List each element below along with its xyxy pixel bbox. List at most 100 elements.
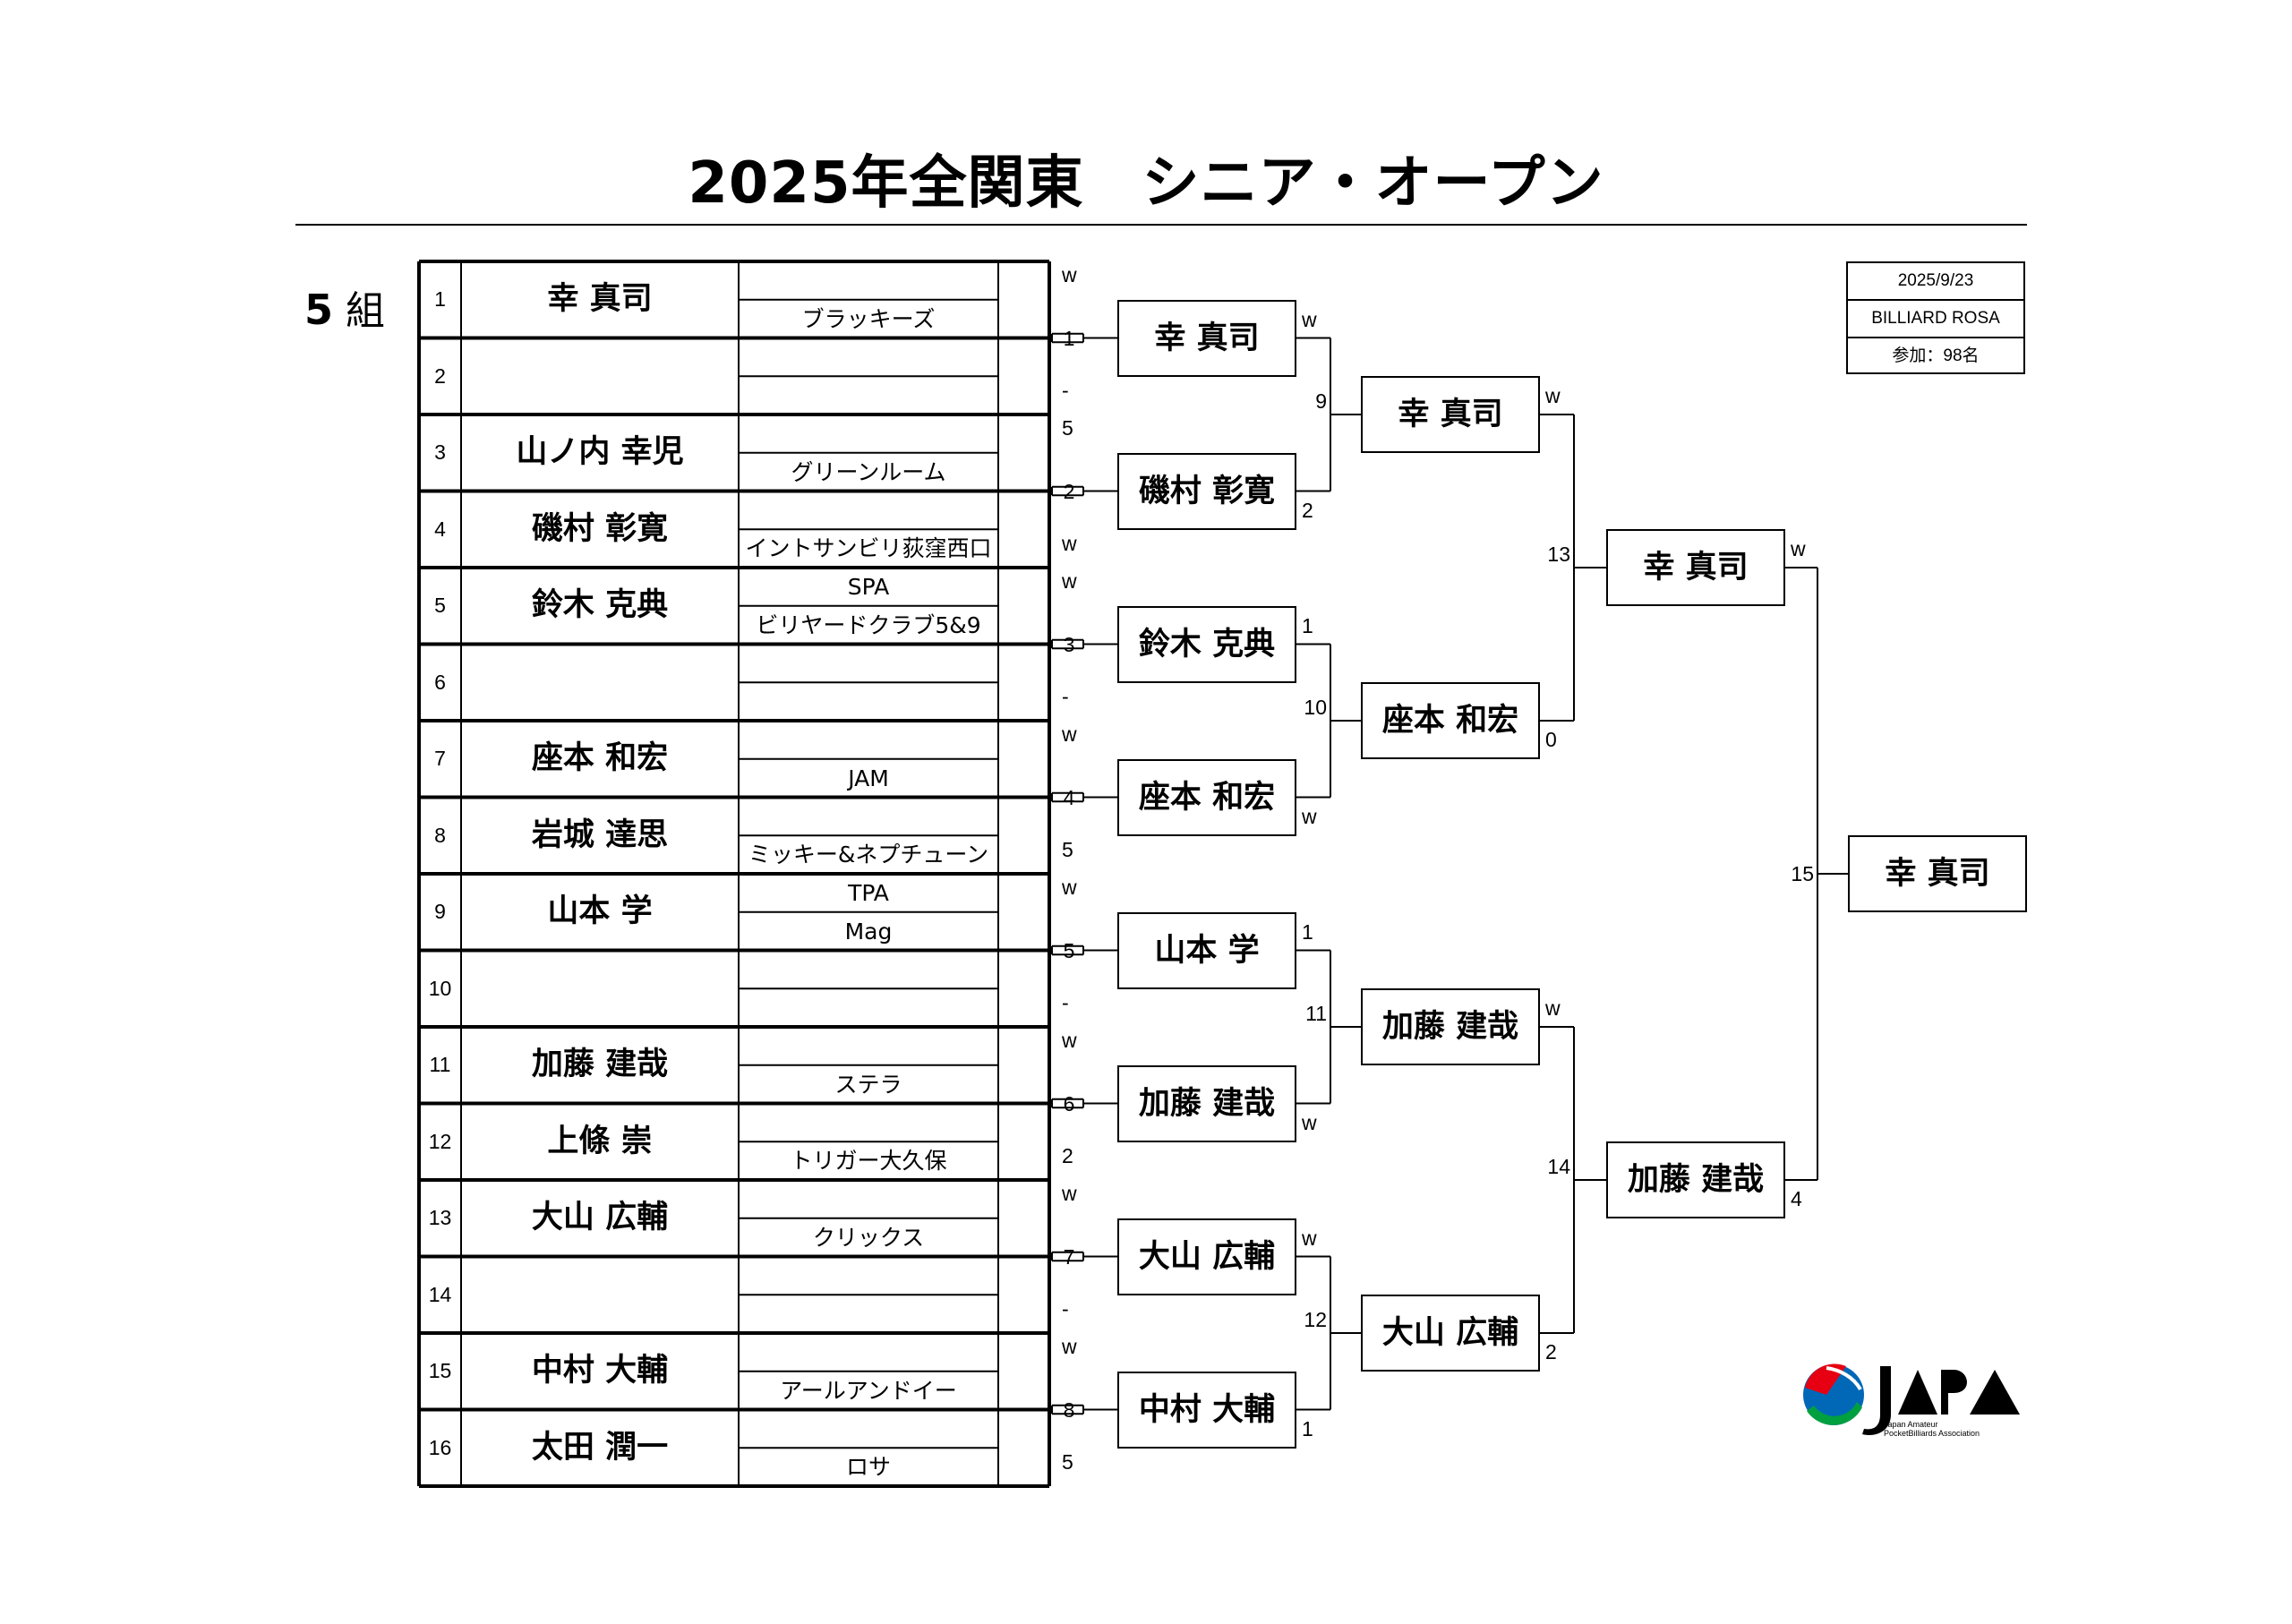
entry-score: w: [1062, 1182, 1077, 1205]
team-name: クリックス: [812, 1224, 925, 1251]
logo-green-shape: [1807, 1402, 1862, 1425]
match-number: 8: [1063, 1397, 1075, 1422]
match-number: 14: [1547, 1155, 1570, 1178]
team-name: [737, 416, 1000, 453]
champion-box: 幸 真司: [1848, 835, 2027, 912]
info-date: 2025/9/23: [1897, 271, 1974, 290]
match-number: 9: [1315, 389, 1327, 413]
player-name: 幸 真司: [547, 281, 653, 317]
team-name: [737, 722, 1000, 759]
team-name: ロサ: [845, 1454, 891, 1481]
round3-score-top: w: [1791, 537, 1806, 560]
match-number: 3: [1063, 632, 1075, 656]
team-name: [737, 1182, 1000, 1218]
winner-box: 大山 広輔: [1361, 1295, 1540, 1372]
jpa-logo-graphic: [1803, 1363, 2020, 1436]
round2-score-bottom: 0: [1545, 728, 1557, 751]
team-name: [737, 799, 1000, 836]
seed-number: 4: [434, 517, 446, 541]
entry-score: 5: [1062, 416, 1073, 440]
team-name: [737, 493, 1000, 530]
logo-a-shape: [1898, 1370, 1937, 1415]
team-name: トリガー大久保: [790, 1148, 947, 1175]
entry-score: w: [1062, 1335, 1077, 1358]
seed-number: 5: [434, 594, 446, 617]
entry-score: -: [1062, 1297, 1069, 1321]
page-title: 2025年全関東 シニア・オープン: [688, 150, 1604, 217]
entry-score: w: [1062, 263, 1077, 286]
seed-number: 10: [428, 976, 452, 1000]
player-name: 太田 潤一: [531, 1429, 669, 1466]
team-name: Mag: [844, 918, 893, 944]
player-name: 座本 和宏: [531, 740, 669, 776]
entry-score: w: [1062, 1029, 1077, 1052]
winner-box: 加藤 建哉: [1117, 1064, 1296, 1142]
team-name: アールアンドイー: [780, 1377, 957, 1404]
player-name: [461, 338, 739, 415]
group-number: 5: [304, 286, 334, 334]
team-name: ビリヤードクラブ5&9: [756, 611, 981, 638]
logo-a2-shape: [1970, 1370, 2020, 1415]
team-name: [737, 1029, 1000, 1065]
round2-score-top: w: [1545, 996, 1561, 1020]
entry-score: -: [1062, 991, 1069, 1014]
match-number: 2: [1063, 479, 1075, 503]
match-number: 13: [1547, 543, 1570, 566]
team-name: JAM: [848, 765, 889, 791]
info-divider: [1848, 337, 2023, 338]
match-number: 11: [1305, 1002, 1327, 1025]
round1-score-bottom: 2: [1302, 498, 1313, 522]
winner-box: 中村 大輔: [1117, 1371, 1296, 1449]
winner-box: 幸 真司: [1117, 299, 1296, 377]
jpa-logo: Japan Amateur PocketBilliards Associatio…: [1791, 1352, 2032, 1441]
seed-number: 3: [434, 440, 446, 464]
entry-score: w: [1062, 722, 1077, 746]
team-name: グリーンルーム: [791, 458, 946, 485]
round3-score-bottom: 4: [1791, 1187, 1802, 1210]
seed-number: 13: [428, 1206, 452, 1229]
round2-score-top: w: [1545, 384, 1561, 407]
team-name: [737, 340, 1000, 377]
title-rule: [295, 224, 2027, 226]
entry-score: 5: [1062, 1450, 1073, 1474]
player-name: [461, 645, 739, 722]
team-name: [737, 646, 1000, 683]
player-name: 山ノ内 幸児: [516, 434, 684, 470]
team-name: [737, 378, 1000, 415]
seed-number: 14: [428, 1282, 452, 1306]
info-venue: BILLIARD ROSA: [1871, 309, 2000, 328]
info-participants: 参加：98名: [1892, 346, 1980, 365]
player-name: [461, 1257, 739, 1334]
match-number: 5: [1063, 938, 1075, 962]
winner-box: 加藤 建哉: [1606, 1141, 1785, 1218]
seed-number: 6: [434, 670, 446, 694]
match-number: 7: [1063, 1244, 1075, 1269]
winner-box: 鈴木 克典: [1117, 605, 1296, 683]
winner-box: 大山 広輔: [1117, 1218, 1296, 1295]
logo-caption: Japan Amateur PocketBilliards Associatio…: [1884, 1420, 1980, 1438]
round1-score-top: w: [1302, 1226, 1317, 1250]
info-divider: [1848, 299, 2023, 301]
player-name: 加藤 建哉: [531, 1047, 669, 1082]
match-number: 1: [1063, 326, 1075, 350]
winner-box: 幸 真司: [1361, 376, 1540, 453]
entry-score: 5: [1062, 838, 1073, 861]
entry-score: -: [1062, 685, 1069, 708]
seed-number: 12: [428, 1129, 452, 1153]
team-name: [737, 1296, 1000, 1333]
seed-number: 11: [429, 1053, 451, 1076]
team-name: [737, 1335, 1000, 1372]
entry-score: w: [1062, 532, 1077, 555]
group-label: 5 組: [304, 285, 385, 337]
logo-caption-line2: PocketBilliards Association: [1884, 1429, 1980, 1438]
entry-score: 2: [1062, 1144, 1073, 1167]
seed-number: 9: [434, 900, 446, 923]
team-name: TPA: [848, 880, 889, 906]
team-name: ブラッキーズ: [801, 305, 936, 332]
winner-box: 加藤 建哉: [1361, 988, 1540, 1065]
team-name: [737, 684, 1000, 721]
winner-box: 座本 和宏: [1117, 758, 1296, 836]
seed-number: 16: [428, 1435, 452, 1459]
